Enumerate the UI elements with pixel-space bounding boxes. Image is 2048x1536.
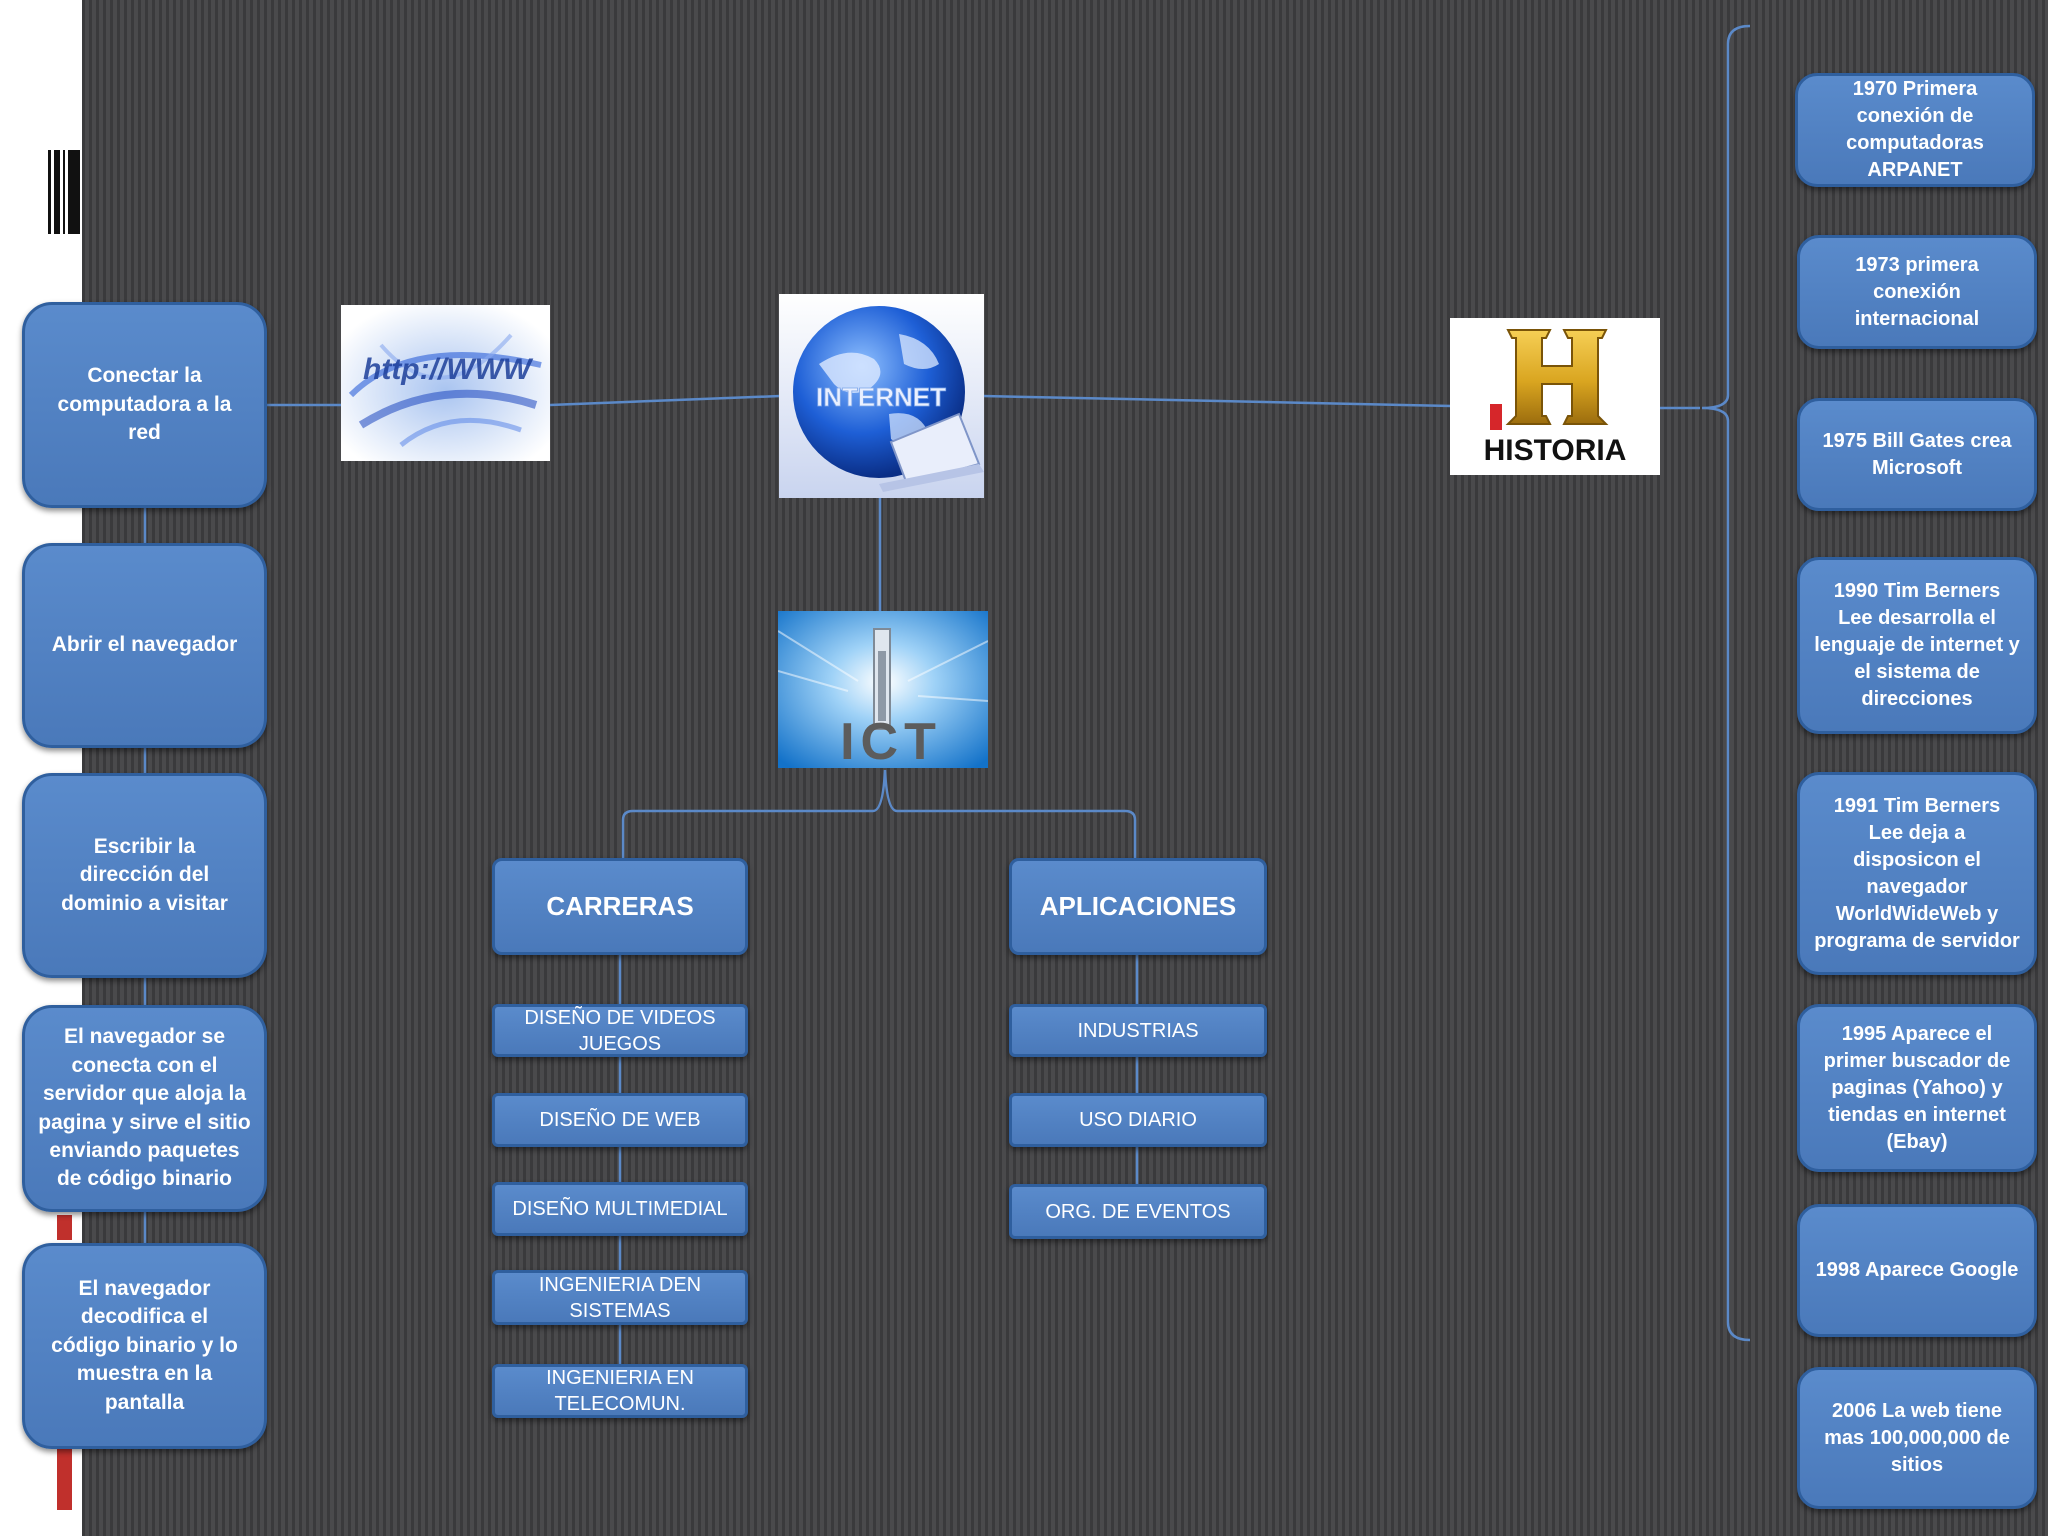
aplicaciones-heading-box: APLICACIONES [1009,858,1267,955]
aplicaciones-item-industrias: INDUSTRIAS [1009,1004,1267,1057]
connector-line [982,394,1453,408]
process-step-connect: Conectar la computadora a la red [22,302,267,508]
process-step-type-address: Escribir la dirección del dominio a visi… [22,773,267,978]
internet-text: INTERNET [816,382,946,412]
carreras-item-videojuegos: DISEÑO DE VIDEOS JUEGOS [492,1004,748,1057]
process-step-decode: El navegador decodifica el código binari… [22,1243,267,1449]
historia-h-graphic: HISTORIA [1484,329,1627,467]
history-event-1991: 1991 Tim Berners Lee deja a disposicon e… [1797,772,2037,975]
www-text: http://WWW [363,353,534,386]
carreras-item-multimedial: DISEÑO MULTIMEDIAL [492,1182,748,1236]
history-event-1973: 1973 primera conexión internacional [1797,235,2037,349]
ict-text: ICT [840,713,942,768]
red-accent-bar [57,1215,72,1240]
historia-text: HISTORIA [1484,434,1627,467]
barcode-decoration [63,150,65,234]
carreras-heading-box: CARRERAS [492,858,748,955]
internet-globe-image: INTERNET [779,294,984,498]
history-event-1990: 1990 Tim Berners Lee desarrolla el lengu… [1797,557,2037,734]
carreras-item-telecomun: INGENIERIA EN TELECOMUN. [492,1364,748,1418]
history-event-1995: 1995 Aparece el primer buscador de pagin… [1797,1004,2037,1172]
history-event-1975: 1975 Bill Gates crea Microsoft [1797,398,2037,511]
history-event-2006: 2006 La web tiene mas 100,000,000 de sit… [1797,1367,2037,1509]
history-brace [1701,24,1751,1342]
process-step-server-connect: El navegador se conecta con el servidor … [22,1005,267,1212]
connector-line [549,394,781,407]
aplicaciones-item-eventos: ORG. DE EVENTOS [1009,1184,1267,1239]
ict-branch-bracket [621,769,1137,858]
aplicaciones-item-uso-diario: USO DIARIO [1009,1093,1267,1147]
internet-globe-graphic: INTERNET [779,294,984,498]
www-swirl-graphic: http://WWW [341,305,550,461]
history-event-1970: 1970 Primera conexión de computadoras AR… [1795,73,2035,187]
process-step-open-browser: Abrir el navegador [22,543,267,748]
www-image: http://WWW [341,305,550,461]
carreras-item-sistemas: INGENIERIA DEN SISTEMAS [492,1270,748,1325]
carreras-item-web: DISEÑO DE WEB [492,1093,748,1147]
historia-logo: HISTORIA [1450,318,1660,475]
ict-image: ICT [778,611,988,768]
slide-background [82,0,2048,1536]
barcode-decoration [68,150,80,234]
barcode-decoration [48,150,51,234]
history-event-1998: 1998 Aparece Google [1797,1204,2037,1337]
barcode-decoration [54,150,60,234]
ict-graphic: ICT [778,611,988,768]
